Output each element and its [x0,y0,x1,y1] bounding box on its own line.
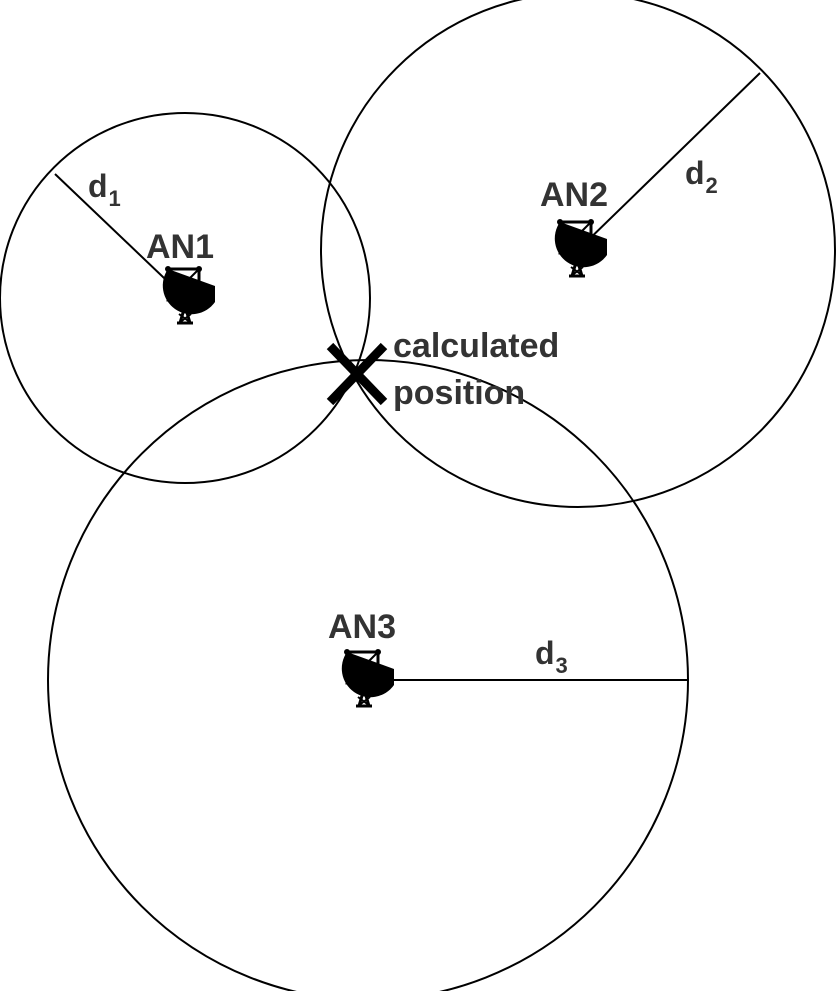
distance-label-d3-subscript: 3 [556,653,568,678]
satellite-dish-antenna-icon [340,647,396,708]
x-mark-icon [326,342,388,406]
distance-label-d1-base: d [88,168,108,204]
node-label-an2: AN2 [540,176,608,214]
satellite-dish-antenna-icon [553,217,609,278]
range-circle-an2 [320,0,836,508]
distance-label-d2-base: d [685,155,705,191]
radius-line-an1 [54,173,186,299]
distance-label-d2-subscript: 2 [706,173,718,198]
satellite-dish-antenna-icon [161,264,217,325]
distance-label-d1: d1 [88,168,121,211]
distance-label-d1-subscript: 1 [109,186,121,211]
node-label-an1: AN1 [146,228,214,266]
range-circle-an1 [0,112,371,484]
radius-line-an2 [577,72,761,251]
calculated-position-label-line1: calculated [393,327,559,365]
distance-label-d3: d3 [535,635,568,678]
distance-label-d2: d2 [685,155,718,198]
calculated-position-label-line2: position [393,374,525,412]
distance-label-d3-base: d [535,635,555,671]
node-label-an3: AN3 [328,608,396,646]
